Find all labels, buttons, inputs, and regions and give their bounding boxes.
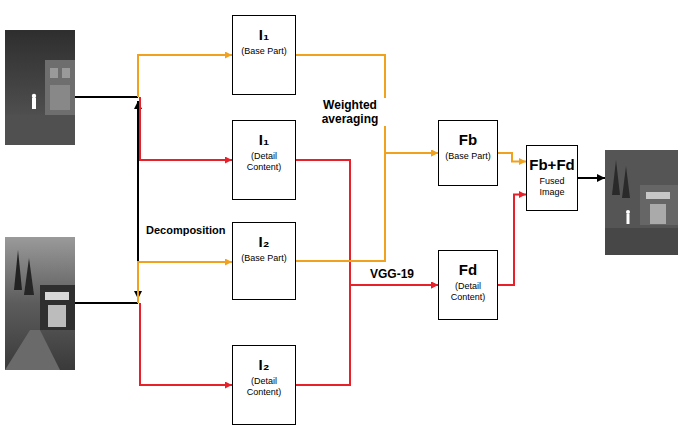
- window: [62, 68, 70, 78]
- box-title: I₂: [259, 233, 270, 251]
- image-ground: [605, 150, 678, 255]
- visible-image: [5, 237, 75, 370]
- base-part-box: I₂ (Base Part): [232, 222, 296, 300]
- decomposition-label: Decomposition: [144, 223, 227, 237]
- fused-detail-box: Fd (Detail Content): [438, 250, 498, 320]
- box-subtitle: (Detail Content): [236, 151, 292, 173]
- box-title: I₁: [259, 26, 269, 44]
- connector: [296, 285, 438, 385]
- door: [650, 204, 666, 224]
- box-subtitle: (Base Part): [445, 151, 491, 162]
- person: [32, 98, 36, 109]
- window: [646, 192, 670, 199]
- box-title: I₂: [259, 356, 270, 374]
- connector: [498, 195, 526, 286]
- box-title: Fd: [459, 261, 477, 279]
- box-title: I₁: [259, 131, 269, 149]
- black-line: [75, 302, 138, 304]
- fused-image: [605, 150, 678, 255]
- connector: [296, 153, 438, 261]
- black-line: [75, 96, 138, 98]
- edge-label: Weighted averaging: [312, 98, 388, 126]
- tree: [612, 160, 620, 195]
- connector: [498, 153, 526, 162]
- box-subtitle: (Detail Content): [236, 376, 292, 398]
- fused-base-box: Fb (Base Part): [438, 120, 498, 186]
- path: [5, 330, 60, 370]
- person: [626, 210, 630, 214]
- person: [32, 94, 36, 98]
- decomposition-lines: [75, 55, 605, 385]
- box-subtitle: (Detail Content): [442, 281, 494, 303]
- ground: [605, 228, 678, 255]
- box-subtitle: Fused Image: [530, 176, 574, 198]
- detail-content-box: I₂ (Detail Content): [232, 345, 296, 425]
- fused-image-box: Fb+FdFused Image: [526, 145, 578, 211]
- tree: [622, 166, 630, 198]
- red-branch: [140, 97, 232, 160]
- door: [48, 305, 66, 327]
- connector: [296, 160, 438, 285]
- building: [40, 285, 75, 330]
- orange-branch: [138, 262, 232, 303]
- orange-branch: [138, 55, 232, 97]
- image-ground: [5, 237, 75, 370]
- box-subtitle: (Base Part): [241, 253, 287, 264]
- box-title: Fb+Fd: [529, 156, 574, 174]
- tree: [24, 258, 34, 295]
- door: [50, 85, 70, 110]
- window: [50, 68, 58, 78]
- image-ground: [5, 30, 75, 145]
- building: [45, 60, 75, 115]
- window: [45, 292, 69, 300]
- ground: [5, 115, 75, 145]
- box-subtitle: (Base Part): [241, 46, 287, 57]
- detail-content-box: I₁ (Detail Content): [232, 120, 296, 200]
- tree: [14, 250, 22, 290]
- connector: [296, 55, 438, 153]
- output-arrow: [578, 177, 605, 179]
- person: [627, 214, 630, 224]
- building: [640, 185, 678, 225]
- infrared-image: [5, 30, 75, 145]
- red-branch: [140, 303, 232, 385]
- base-part-box: I₁ (Base Part): [232, 15, 296, 95]
- edge-label: VGG-19: [360, 267, 424, 281]
- box-title: Fb: [459, 131, 477, 149]
